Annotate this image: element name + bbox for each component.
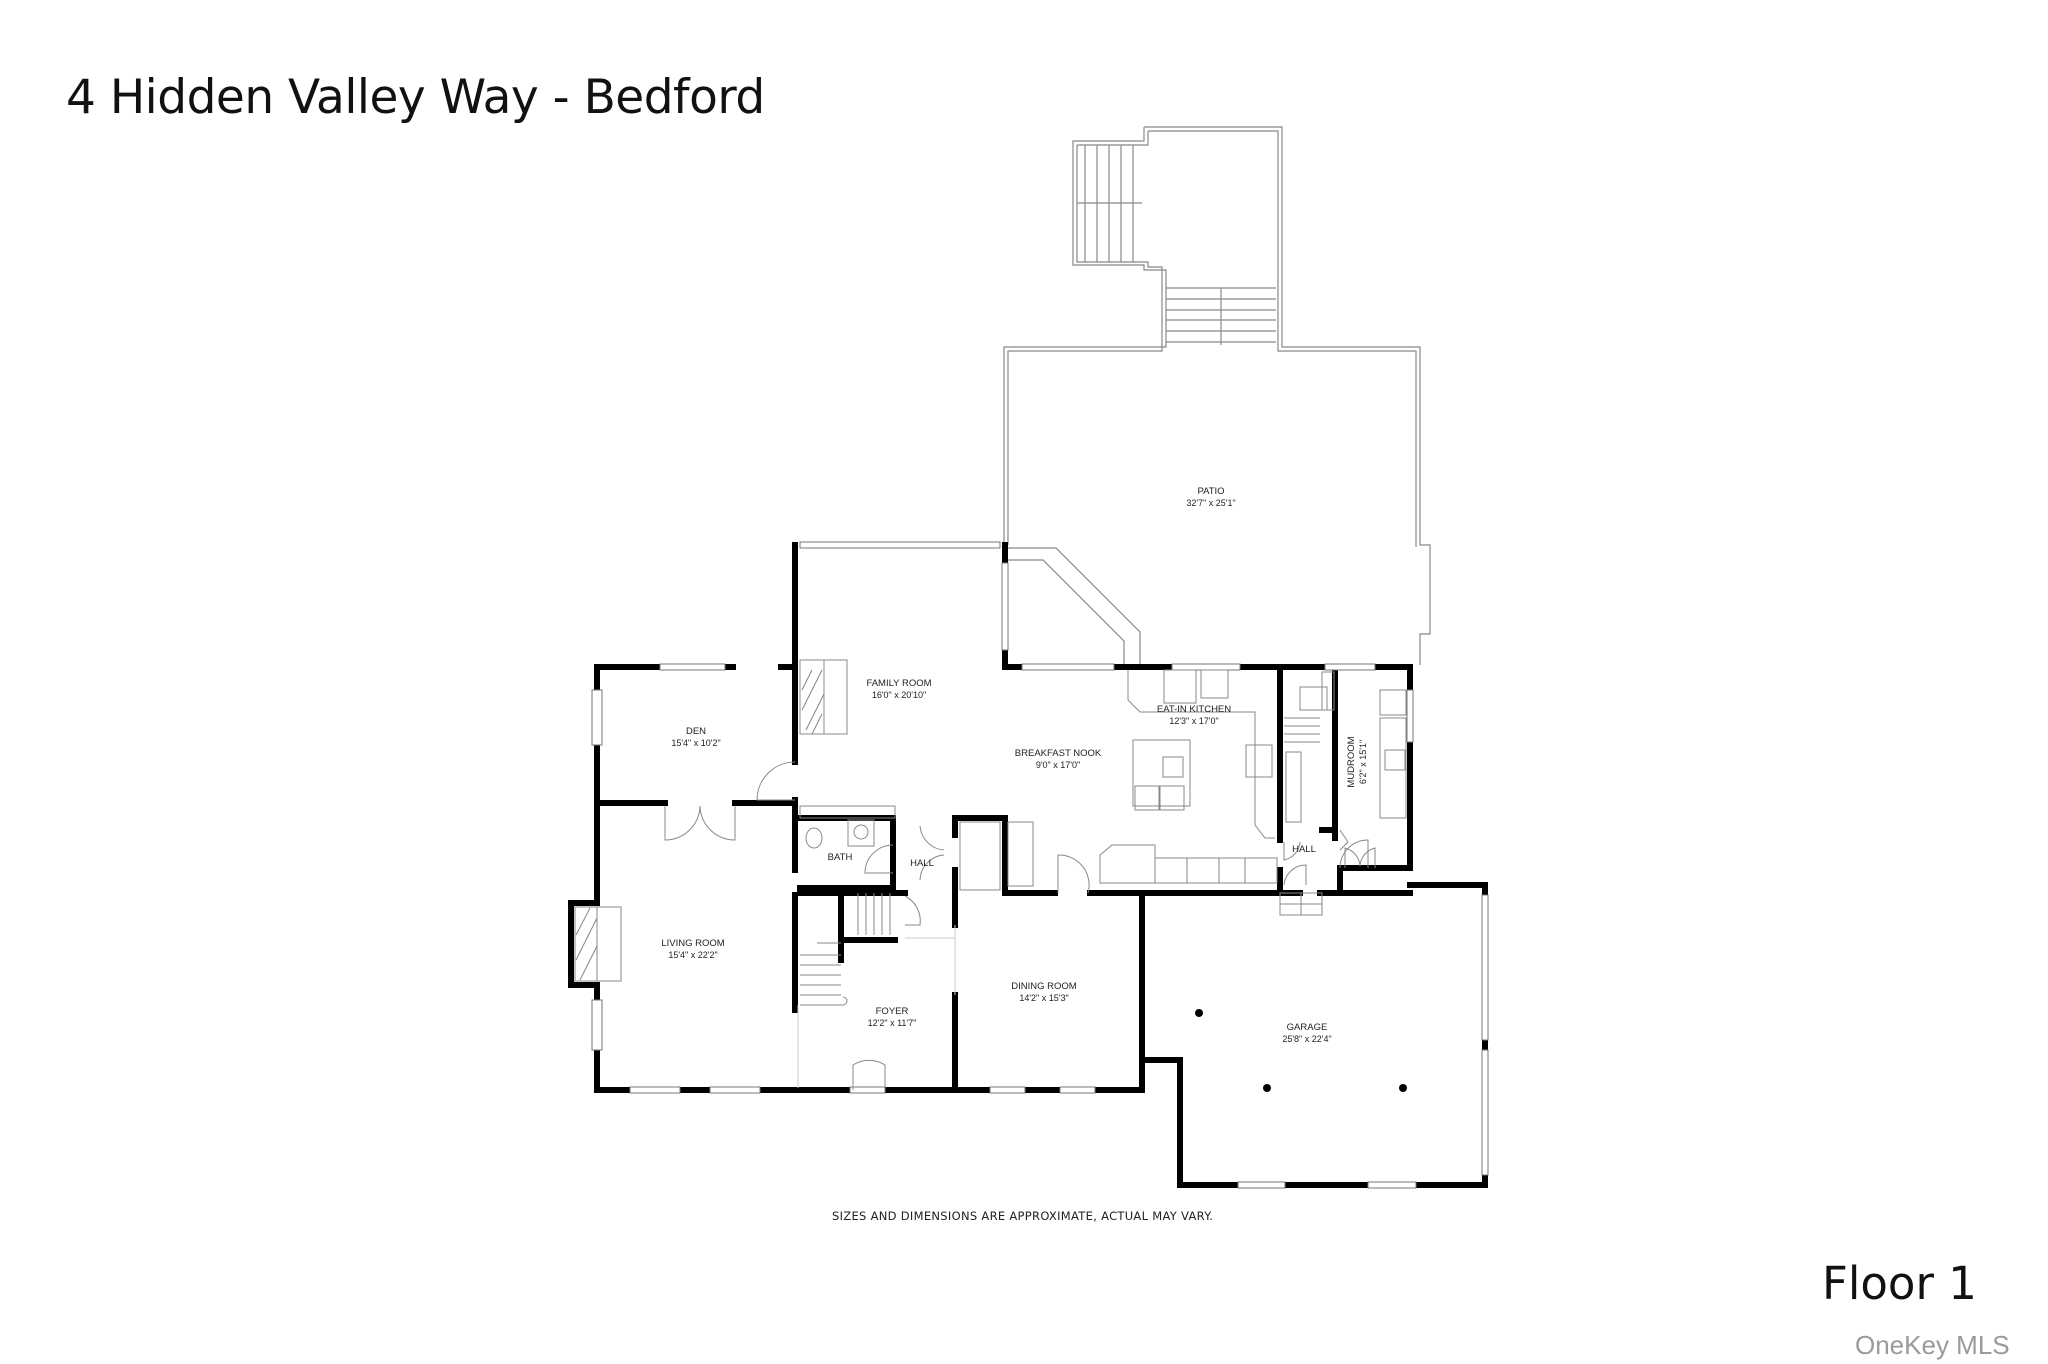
deck-stairs [1003, 126, 1431, 668]
room-name-living-room: LIVING ROOM [661, 938, 724, 949]
room-dims-garage: 25'8" x 22'4" [1282, 1034, 1331, 1044]
room-dims-eat-in-kitchen: 12'3" x 17'0" [1169, 716, 1218, 726]
room-name-patio: PATIO [1197, 486, 1224, 497]
room-dims-family-room: 16'0" x 20'10" [872, 690, 926, 700]
floor-label: Floor 1 [1822, 1257, 1977, 1310]
room-name-den: DEN [686, 726, 706, 737]
room-name-foyer: FOYER [876, 1006, 909, 1017]
windows [591, 541, 1489, 1189]
room-name-breakfast-nook: BREAKFAST NOOK [1015, 748, 1102, 759]
room-dims-living-room: 15'4" x 22'2" [668, 950, 717, 960]
room-dims-foyer: 12'2" x 11'7" [868, 1018, 917, 1028]
room-name-hall-2: HALL [1292, 844, 1316, 855]
property-title: 4 Hidden Valley Way - Bedford [66, 70, 765, 125]
room-dims-den: 15'4" x 10'2" [671, 738, 720, 748]
room-dims-dining-room: 14'2" x 15'3" [1019, 993, 1068, 1003]
exterior-walls [568, 542, 1488, 1188]
room-labels: PATIO 32'7" x 25'1" FAMILY ROOM 16'0" x … [661, 486, 1368, 1044]
mls-watermark: OneKey MLS [1855, 1330, 2010, 1360]
room-dims-patio: 32'7" x 25'1" [1186, 498, 1235, 508]
disclaimer-text: SIZES AND DIMENSIONS ARE APPROXIMATE, AC… [832, 1209, 1214, 1223]
room-name-family-room: FAMILY ROOM [866, 678, 931, 689]
room-dims-breakfast-nook: 9'0" x 17'0" [1036, 760, 1080, 770]
garage-posts [1195, 1009, 1407, 1092]
room-name-bath: BATH [828, 852, 853, 863]
fixtures [574, 659, 1407, 1090]
room-name-hall-1: HALL [910, 858, 934, 869]
room-name-mudroom: MUDROOM [1346, 736, 1357, 787]
room-name-eat-in-kitchen: EAT-IN KITCHEN [1157, 704, 1231, 715]
room-dims-mudroom: 6'2" x 15'1" [1358, 740, 1368, 784]
room-name-garage: GARAGE [1287, 1022, 1328, 1033]
room-name-dining-room: DINING ROOM [1011, 981, 1077, 992]
